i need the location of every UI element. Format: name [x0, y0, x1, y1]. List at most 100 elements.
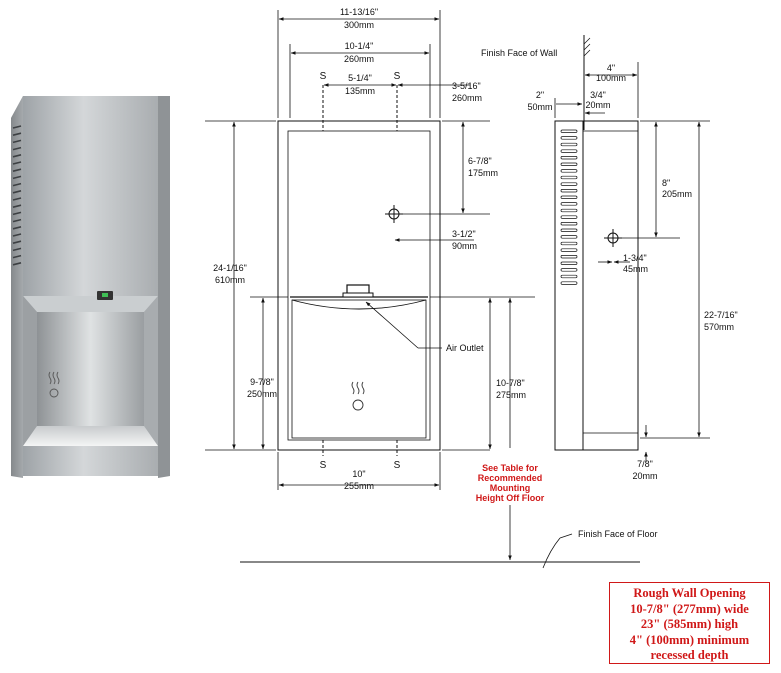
vent-slot: [12, 182, 22, 187]
vent-slot: [12, 168, 22, 172]
dryer-side-face: [11, 96, 23, 478]
svg-text:175mm: 175mm: [468, 168, 498, 178]
lower-height-label: 9-7/8": [250, 377, 274, 387]
bottom-lip-label: 7/8": [637, 459, 653, 469]
rough-opening-height: 23" (585mm) high: [640, 617, 739, 631]
vent-slot: [560, 175, 578, 180]
vent-slot: [560, 156, 578, 160]
vent-slot: [560, 241, 578, 246]
inner-width-label: 10-1/4": [345, 41, 374, 51]
vent-slot: [12, 139, 22, 144]
side-elevation: [554, 35, 639, 451]
svg-text:Recommended: Recommended: [478, 473, 543, 483]
vent-slot: [12, 132, 22, 136]
height-total-label: 24-1/16": [213, 263, 247, 273]
stud-marker: S: [394, 71, 401, 82]
vent-slot: [560, 255, 578, 259]
vent-slot: [12, 197, 22, 201]
svg-text:Height Off Floor: Height Off Floor: [476, 493, 545, 503]
side-outline: [554, 120, 639, 451]
vent-slot: [12, 204, 22, 208]
svg-text:610mm: 610mm: [215, 275, 245, 285]
vent-slot: [12, 161, 22, 165]
vent-slot: [560, 169, 578, 173]
vent-slot: [12, 226, 22, 230]
vent-slot: [12, 233, 22, 237]
vent-slot: [560, 129, 578, 133]
vent-slot: [12, 218, 22, 223]
svg-text:Mounting: Mounting: [490, 483, 530, 493]
vent-slot: [12, 247, 22, 252]
vent-slot: [12, 125, 22, 129]
vent-slot: [12, 154, 22, 158]
hand-dryer-photo: [11, 96, 170, 478]
svg-text:260mm: 260mm: [344, 54, 374, 64]
flange-label: 2": [536, 90, 544, 100]
vent-slot: [12, 146, 22, 151]
vent-slot: [560, 274, 578, 279]
rough-wall-opening-note: Rough Wall Opening 10-7/8" (277mm) wide …: [609, 582, 770, 664]
svg-text:255mm: 255mm: [344, 481, 374, 491]
vent-slot: [560, 202, 578, 206]
vent-slot: [560, 235, 578, 239]
stud-bottom-label: 10": [352, 469, 365, 479]
front-inner-outline: [287, 130, 431, 441]
see-table-note: See Table for: [482, 463, 538, 473]
depth-label: 4": [607, 63, 615, 73]
front-elevation: [277, 85, 441, 456]
side-labels: Finish Face of Wall 4" 100mm 2" 50mm 3/4…: [481, 48, 738, 481]
vent-slot: [560, 248, 578, 252]
rough-opening-width: 10-7/8" (277mm) wide: [630, 601, 749, 616]
vent-slot: [560, 222, 578, 226]
sensor-indicator: [102, 293, 108, 297]
svg-text:300mm: 300mm: [344, 20, 374, 30]
stud-marker: S: [320, 460, 327, 471]
recess-lip-label: 3/4": [590, 90, 606, 100]
vent-slot: [560, 195, 578, 199]
vent-slot: [560, 261, 578, 265]
side-vents: [12, 125, 22, 266]
vent-slot: [560, 189, 578, 193]
vent-slot: [12, 254, 22, 259]
rough-opening-depth-2: recessed depth: [650, 648, 729, 662]
body-height-label: 22-7/16": [704, 310, 738, 320]
rough-opening-title: Rough Wall Opening: [633, 586, 746, 600]
finish-wall-label: Finish Face of Wall: [481, 48, 557, 58]
right-offset-label: 3-5/16": [452, 81, 481, 91]
vent-slot: [560, 162, 578, 166]
vent-slot: [12, 211, 22, 216]
vent-slot: [560, 268, 578, 272]
dryer-recess: [37, 312, 144, 426]
vent-slot: [12, 190, 22, 194]
hole-to-right-label: 3-1/2": [452, 229, 476, 239]
front-logo-icon: [351, 381, 365, 411]
vent-slot: [12, 175, 22, 180]
stud-marker: S: [394, 460, 401, 471]
vent-slot: [12, 240, 22, 244]
air-outlet-label: Air Outlet: [446, 343, 484, 353]
svg-text:205mm: 205mm: [662, 189, 692, 199]
side-top-to-hole-label: 8": [662, 178, 670, 188]
recess-outline: [291, 299, 427, 439]
vent-slot: [560, 228, 578, 232]
front-labels: 11-13/16" 300mm 10-1/4" 260mm S S 5-1/4"…: [213, 7, 657, 539]
stud-marker: S: [320, 71, 327, 82]
stud-top-label: 5-1/4": [348, 73, 372, 83]
finish-floor-label: Finish Face of Floor: [578, 529, 658, 539]
vent-slot: [560, 215, 578, 219]
side-vent-slots: [560, 129, 578, 285]
overall-width-label: 11-13/16": [340, 7, 378, 17]
vent-slot: [12, 262, 22, 266]
svg-text:275mm: 275mm: [496, 390, 526, 400]
svg-text:260mm: 260mm: [452, 93, 482, 103]
front-dimensions: [205, 10, 640, 569]
vent-slot: [560, 281, 578, 285]
vent-slot: [560, 142, 578, 147]
dryer-logo-icon: [48, 371, 60, 398]
front-outline: [277, 120, 441, 451]
svg-text:135mm: 135mm: [345, 86, 375, 96]
vent-slot: [560, 208, 578, 213]
vent-slot: [560, 182, 578, 186]
svg-text:90mm: 90mm: [452, 241, 477, 251]
